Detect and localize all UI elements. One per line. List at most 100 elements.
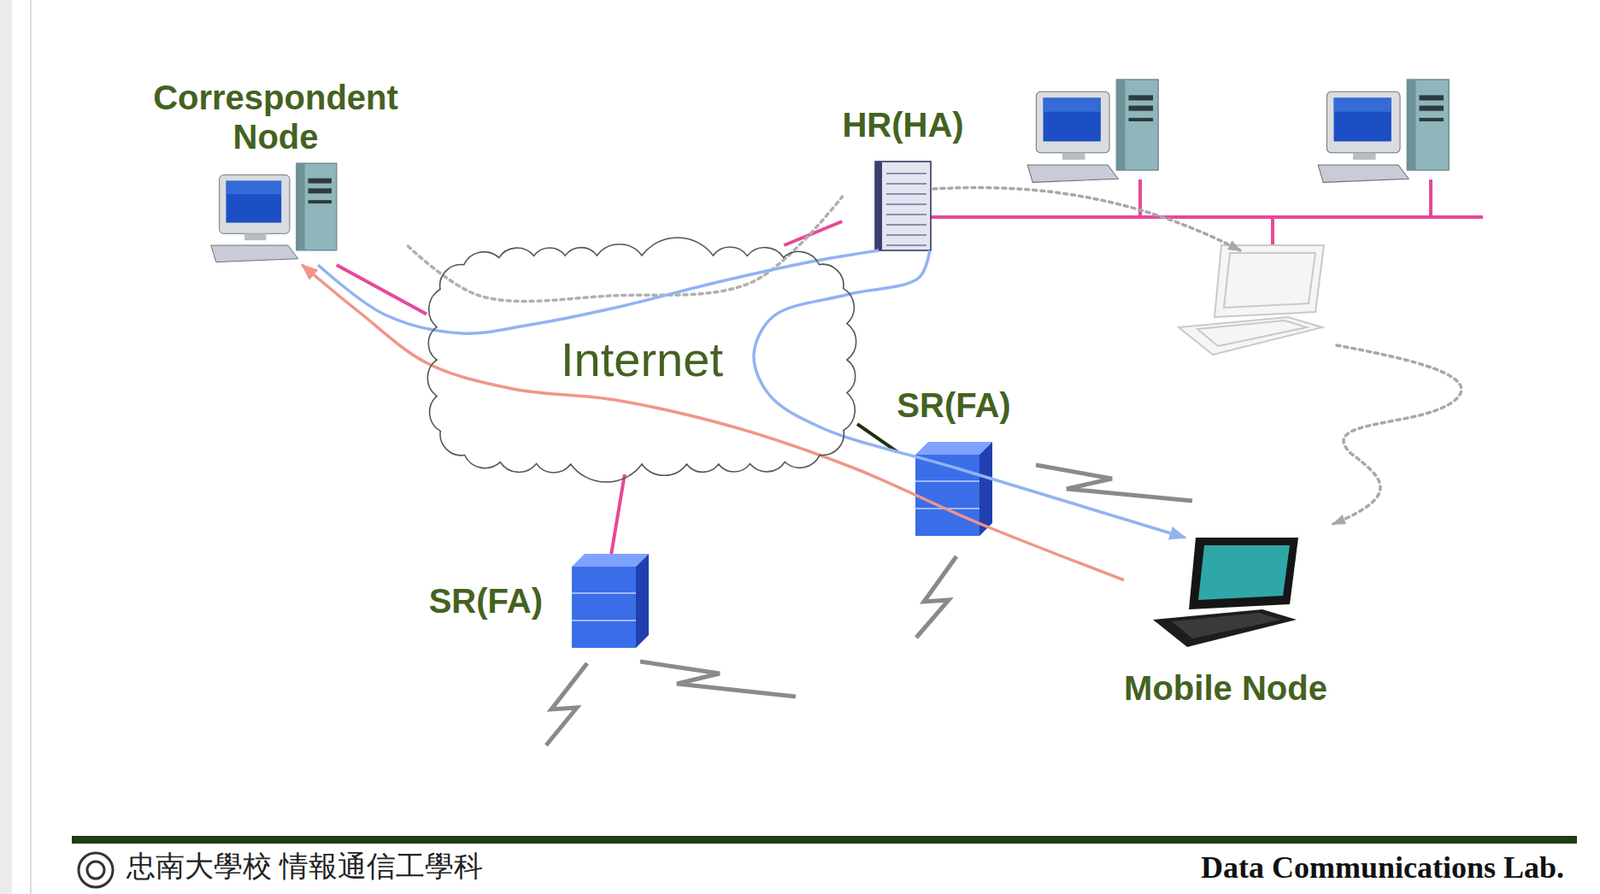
laptop-icon <box>1188 537 1299 610</box>
desktop-computer <box>1418 105 1444 112</box>
desktop-computer <box>211 245 299 263</box>
desktop-computer <box>1406 79 1416 171</box>
router-icon <box>875 161 931 251</box>
router-icon <box>571 592 636 595</box>
movement-path <box>1333 345 1462 524</box>
window-border <box>29 0 32 894</box>
desktop-computer <box>1128 94 1153 100</box>
packet-path <box>317 250 879 334</box>
desktop-computer <box>1128 105 1153 112</box>
router-icon <box>886 223 927 226</box>
router-icon <box>571 566 636 648</box>
icon-space <box>204 163 348 265</box>
binding-path <box>408 196 843 301</box>
router-icon <box>886 203 927 206</box>
desktop-computer <box>1027 79 1159 183</box>
reply-path <box>302 264 1125 581</box>
internet-cloud: Internet <box>426 245 858 475</box>
router-icon <box>571 619 636 622</box>
university-logo <box>78 852 113 888</box>
desktop-computer <box>1062 152 1086 160</box>
footer-bar <box>71 835 1577 844</box>
university-logo <box>87 861 105 879</box>
desktop-computer <box>1334 97 1392 142</box>
laptop-icon <box>1198 545 1290 600</box>
desktop-computer <box>219 175 290 235</box>
router-icon <box>886 244 927 247</box>
router-icon <box>886 172 927 175</box>
window-strip <box>0 0 12 894</box>
router-icon <box>886 173 927 246</box>
desktop-computer <box>1418 117 1444 122</box>
ghost-laptop <box>1178 317 1323 355</box>
desktop-computer <box>1317 79 1449 183</box>
node-label: HR(HA) <box>841 105 964 145</box>
router-icon <box>875 161 883 251</box>
network-link <box>783 221 842 246</box>
desktop-computer <box>296 163 337 251</box>
tunnel-path <box>753 250 1186 538</box>
wireless-link <box>1035 464 1193 501</box>
desktop-computer <box>1043 97 1101 142</box>
router-icon <box>979 441 993 536</box>
desktop-computer <box>308 178 332 184</box>
cloud-label: Internet <box>560 335 724 384</box>
router-icon <box>915 441 993 536</box>
footer-text: Data Communications Lab. <box>1200 849 1565 887</box>
laptop-icon <box>1152 609 1297 648</box>
desktop-computer <box>1326 91 1400 153</box>
desktop-computer <box>1043 97 1101 112</box>
lan-bus <box>930 215 1483 219</box>
router-icon <box>915 441 993 455</box>
university-logo <box>78 852 113 888</box>
router-icon <box>886 182 927 185</box>
ghost-laptop <box>1197 320 1307 347</box>
wireless-link <box>546 464 1193 746</box>
desktop-computer <box>225 181 282 224</box>
desktop-computer <box>308 188 332 194</box>
desktop-computer <box>1334 97 1392 112</box>
foreign-router: SR(FA) <box>896 385 1011 536</box>
icon-space <box>875 161 931 251</box>
desktop-computer <box>1418 94 1444 100</box>
router-icon <box>915 480 980 483</box>
desktop-computer <box>244 233 266 241</box>
laptop-icon <box>1171 612 1282 639</box>
wireless-link <box>546 663 588 746</box>
router-icon <box>635 553 649 648</box>
desktop-computer <box>1035 91 1110 153</box>
desktop-computer <box>1317 164 1409 183</box>
laptop-icon <box>1152 537 1299 648</box>
ghost-laptop <box>1178 245 1324 355</box>
lan-bus <box>1429 179 1433 218</box>
ghost-laptop <box>1214 245 1324 318</box>
correspondent-node: Correspondent Node <box>143 77 409 265</box>
network-link <box>611 474 625 554</box>
movement-path <box>933 188 1241 251</box>
ghost-laptop <box>1223 252 1316 308</box>
icon-space <box>1152 537 1299 648</box>
desktop-computer <box>225 181 282 195</box>
node-label: SR(FA) <box>429 581 543 621</box>
router-icon <box>886 213 927 216</box>
router-icon <box>886 193 927 195</box>
router-icon <box>875 161 931 251</box>
home-router: HR(HA) <box>841 105 964 251</box>
desktop-computer <box>1116 79 1159 171</box>
cloud-outline <box>427 237 856 483</box>
node-label: Correspondent Node <box>143 77 409 157</box>
desktop-computer <box>1352 152 1377 160</box>
wireless-link <box>640 661 796 697</box>
router-icon <box>886 234 927 236</box>
desktop-computer <box>1116 79 1125 171</box>
movement-path <box>933 188 1462 524</box>
desktop-computer <box>1406 79 1449 171</box>
desktop-computer <box>1027 164 1118 183</box>
mobile-node: Mobile Node <box>1123 537 1328 708</box>
node-label: Mobile Node <box>1123 668 1328 708</box>
router-icon <box>571 553 649 567</box>
desktop-computer <box>1128 117 1153 122</box>
lan-bus <box>1270 217 1275 248</box>
desktop-computer <box>308 200 332 204</box>
